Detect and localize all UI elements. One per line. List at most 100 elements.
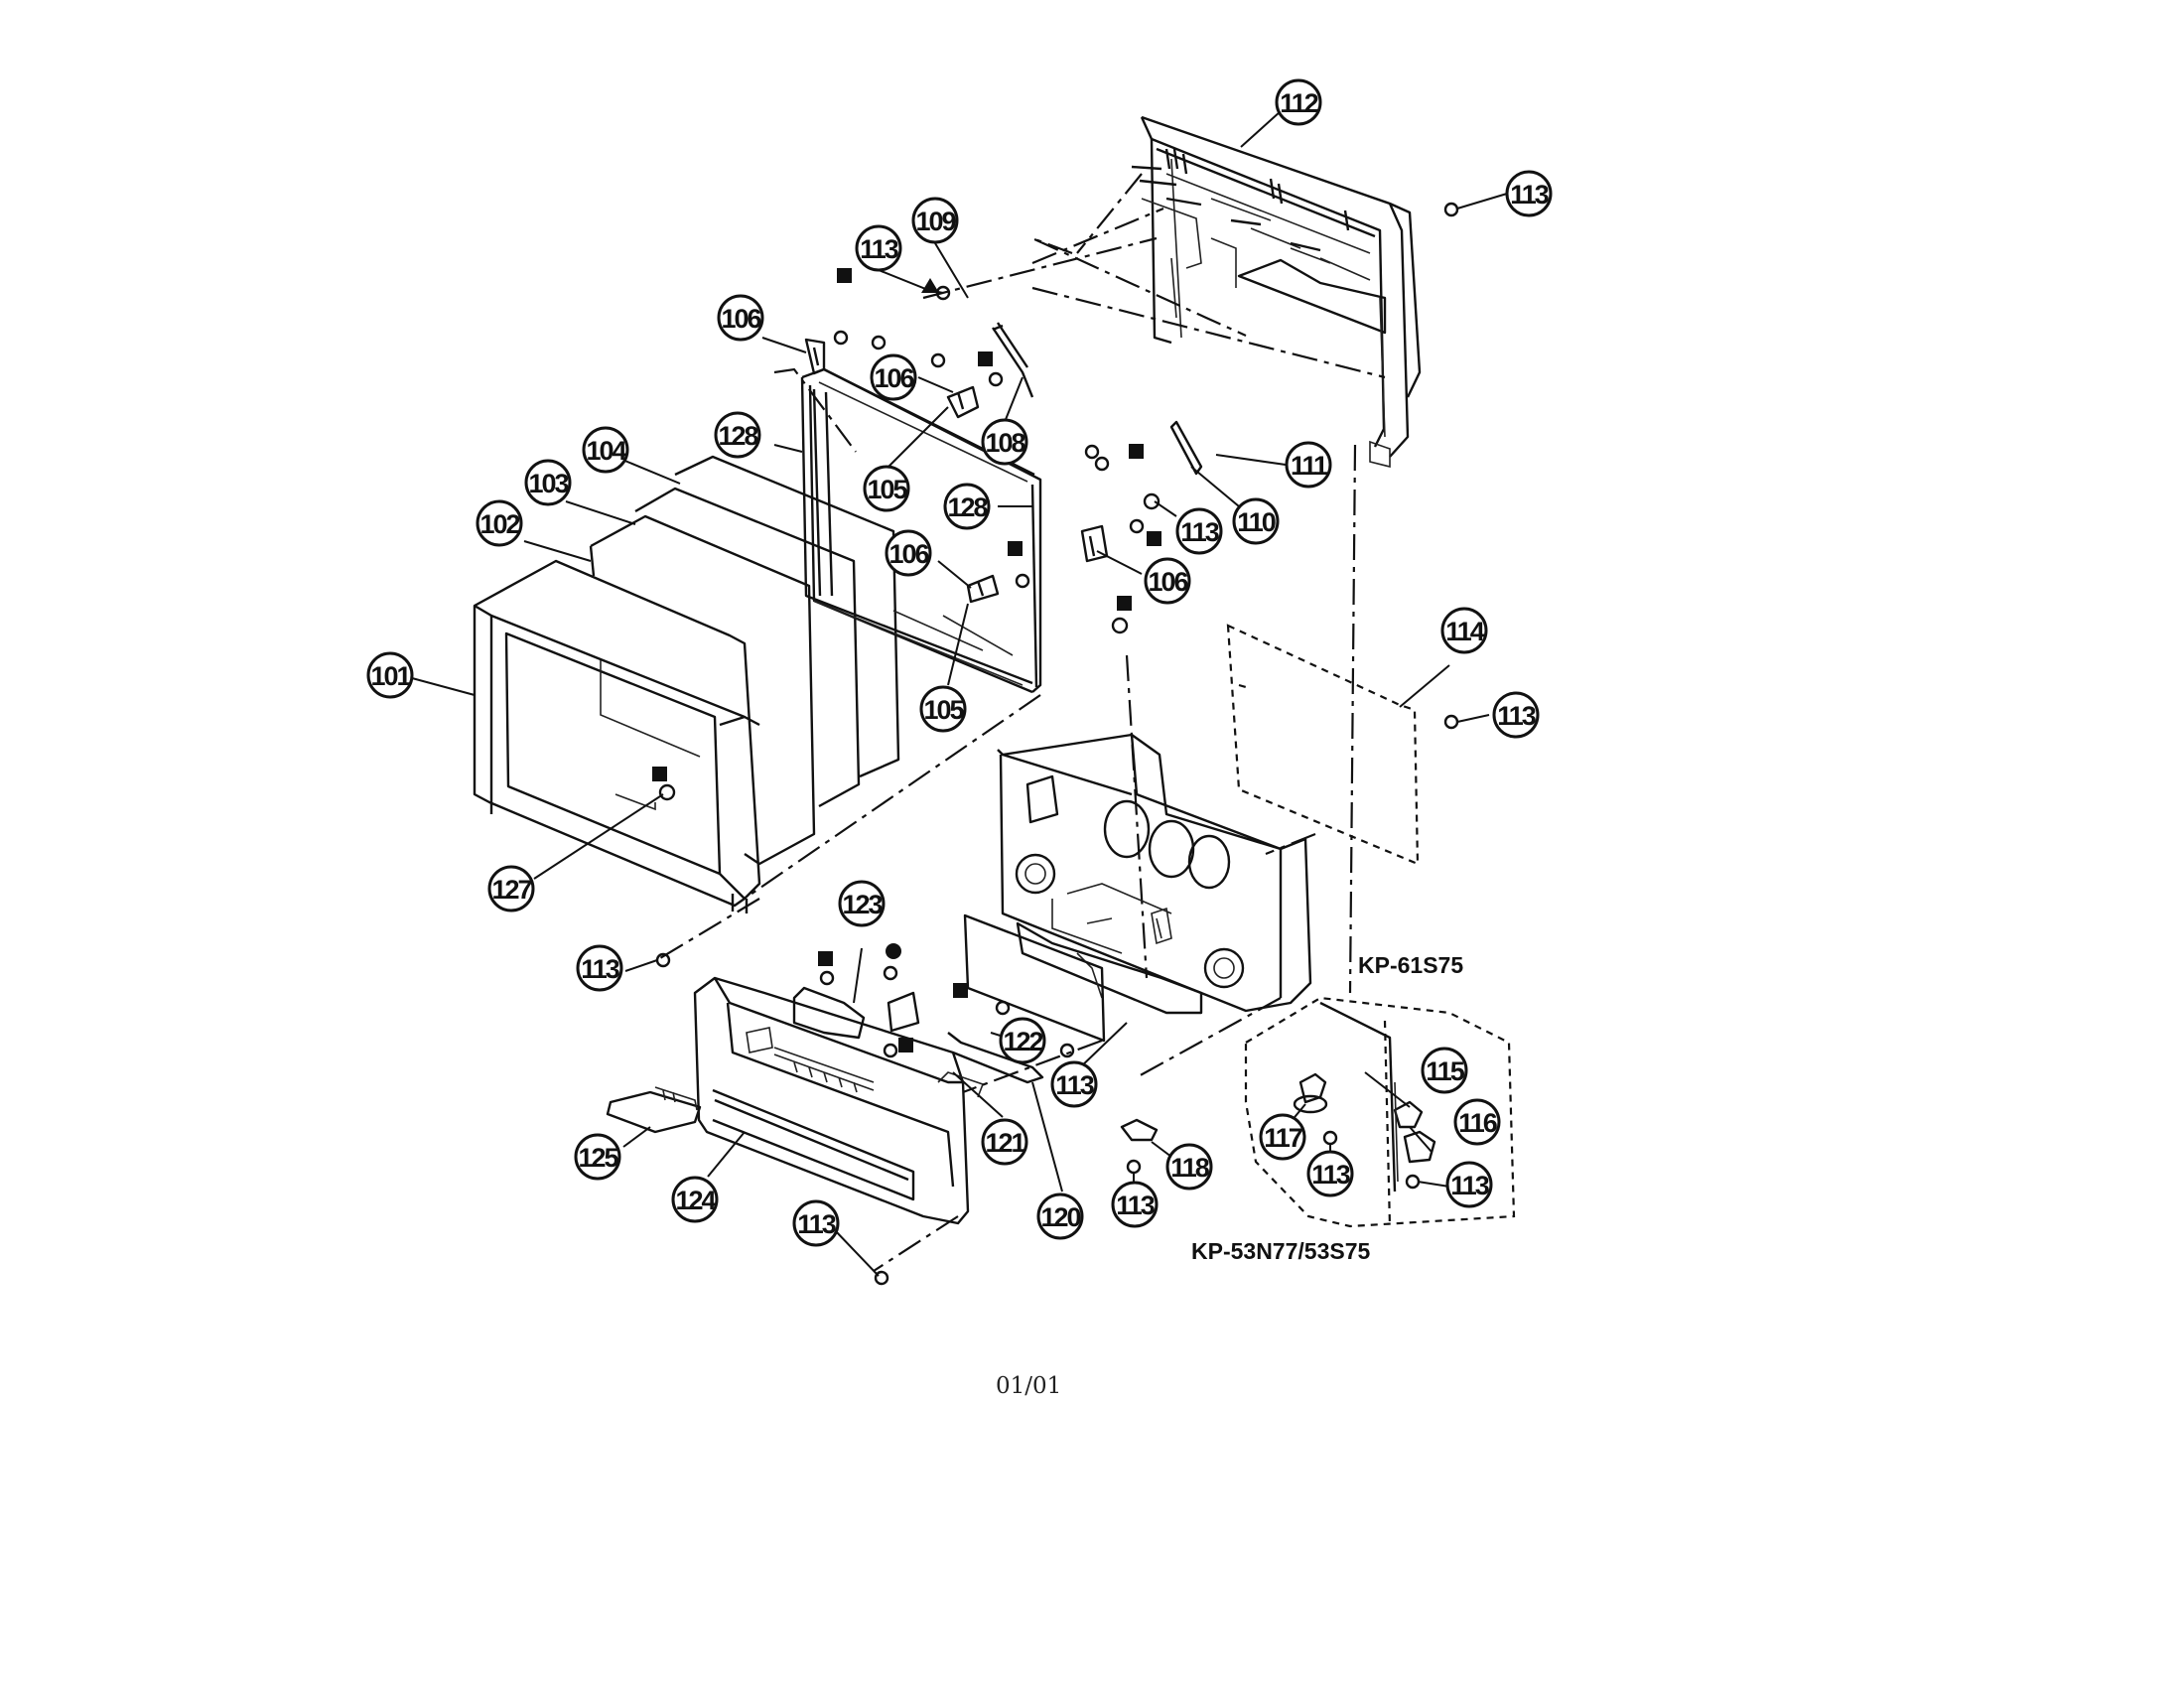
callout-120: 120	[1036, 1193, 1084, 1240]
callout-125: 125	[574, 1133, 621, 1181]
callout-circle	[1445, 1161, 1493, 1208]
callout-number: 127	[491, 875, 531, 905]
callout-number: 111	[1291, 451, 1328, 481]
callout-number: 117	[1264, 1123, 1302, 1153]
callout-circle	[943, 483, 991, 530]
callout-number: 113	[1180, 517, 1220, 547]
callout-circle	[1440, 607, 1488, 654]
callout-114: 114	[1440, 607, 1488, 654]
callout-number: 114	[1445, 617, 1485, 646]
callout-111: 111	[1285, 441, 1332, 489]
callout-number: 106	[874, 363, 914, 393]
marker-symbols	[652, 268, 1161, 1052]
callout-circle	[714, 411, 761, 459]
model-label-kp61: KP-61S75	[1358, 952, 1463, 978]
callout-113g: 113	[1306, 1150, 1354, 1197]
callout-number: 113	[1311, 1160, 1351, 1190]
callout-circle	[1306, 1150, 1354, 1197]
callout-number: 113	[1450, 1171, 1490, 1200]
callout-113j: 113	[792, 1199, 840, 1247]
callout-number: 112	[1280, 88, 1318, 118]
callout-104: 104	[582, 426, 629, 474]
screen-104	[674, 455, 900, 778]
callout-number: 120	[1040, 1202, 1080, 1232]
callout-128a: 128	[714, 411, 761, 459]
callout-circle	[838, 880, 886, 927]
callout-circle	[919, 685, 967, 733]
callout-number: 105	[867, 475, 907, 504]
callout-circle	[1036, 1193, 1084, 1240]
callout-circle	[574, 1133, 621, 1181]
button-strip-125	[606, 1090, 702, 1134]
callout-circle	[1275, 78, 1322, 126]
callout-circle	[366, 651, 414, 699]
callout-number: 113	[581, 954, 620, 984]
callout-106b: 106	[870, 353, 917, 401]
callout-circle	[671, 1176, 719, 1223]
callout-113a: 113	[1505, 170, 1553, 217]
callout-circle	[911, 197, 959, 244]
callout-106a: 106	[717, 294, 764, 342]
callout-118: 118	[1165, 1143, 1213, 1191]
callout-112: 112	[1275, 78, 1322, 126]
front-control-panel-drawing	[693, 976, 1044, 1225]
callout-106d: 106	[1144, 557, 1191, 605]
callout-circle	[1232, 497, 1280, 545]
circuit-board-114	[1226, 624, 1420, 866]
callout-circle	[792, 1199, 840, 1247]
callout-number: 106	[1148, 567, 1188, 597]
callout-number: 106	[888, 539, 929, 569]
callout-number: 113	[797, 1209, 837, 1239]
callout-113f: 113	[1050, 1060, 1098, 1108]
callout-circle	[999, 1017, 1046, 1064]
callout-circle	[863, 465, 910, 512]
screen-102	[590, 514, 816, 866]
callout-circle	[1111, 1181, 1159, 1228]
callout-circle	[576, 944, 623, 992]
callout-105b: 105	[919, 685, 967, 733]
callout-101: 101	[366, 651, 414, 699]
callout-number: 124	[675, 1186, 716, 1215]
callout-109: 109	[911, 197, 959, 244]
screen-103	[634, 487, 861, 808]
callout-113b: 113	[855, 224, 902, 272]
callout-circle	[582, 426, 629, 474]
callout-number: 122	[1003, 1027, 1042, 1056]
callout-number: 128	[947, 492, 988, 522]
callout-circle	[981, 418, 1028, 466]
chassis-drawing	[997, 733, 1312, 1015]
leader-lines	[411, 110, 1508, 1277]
callout-108: 108	[981, 418, 1028, 466]
callout-123: 123	[838, 880, 886, 927]
callout-122: 122	[999, 1017, 1046, 1064]
model-label-kp53: KP-53N77/53S75	[1191, 1238, 1370, 1264]
front-bezel-drawing	[473, 559, 761, 913]
callout-number: 104	[586, 436, 626, 466]
callout-number: 113	[1497, 701, 1537, 731]
callout-number: 121	[985, 1128, 1025, 1158]
screen-frame-drawing	[800, 367, 1042, 694]
callout-113h: 113	[1111, 1181, 1159, 1228]
callout-106c: 106	[885, 529, 932, 577]
callout-circle	[476, 499, 523, 547]
callout-number: 102	[479, 509, 519, 539]
callout-circle	[1144, 557, 1191, 605]
callout-number: 118	[1170, 1153, 1210, 1183]
callout-circle	[717, 294, 764, 342]
callout-113c: 113	[1175, 507, 1223, 555]
callout-105a: 105	[863, 465, 910, 512]
page-number: 01/01	[996, 1373, 1061, 1399]
callout-circle	[885, 529, 932, 577]
callout-number: 113	[860, 234, 899, 264]
callout-circle	[1421, 1047, 1468, 1094]
callout-103: 103	[524, 459, 572, 506]
callout-circle	[1175, 507, 1223, 555]
part-callouts: 112 113 109 113 106 106 108 128 104 105 111 103 128 1…	[366, 78, 1553, 1247]
callout-number: 123	[842, 890, 883, 919]
callout-128b: 128	[943, 483, 991, 530]
callout-number: 105	[923, 695, 964, 725]
callout-circle	[524, 459, 572, 506]
callout-number: 115	[1426, 1056, 1465, 1086]
callout-circle	[981, 1118, 1028, 1166]
